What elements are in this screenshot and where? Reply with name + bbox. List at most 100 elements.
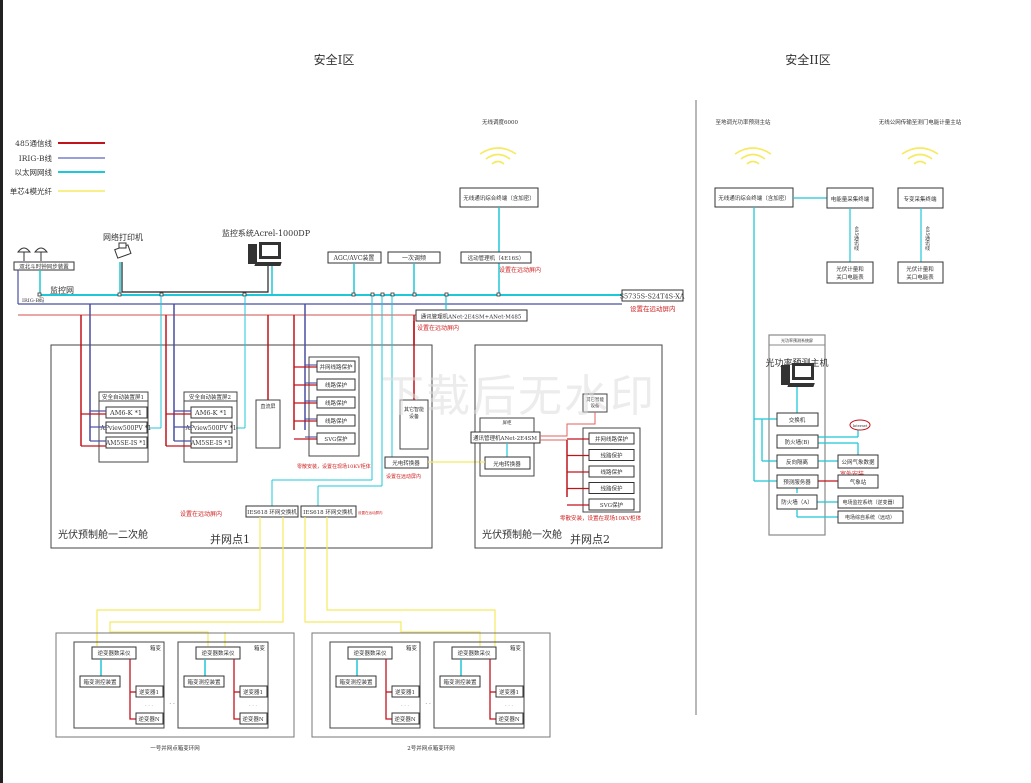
protection-device-label: 并网线路保护 bbox=[319, 363, 353, 371]
ring-switch-2 bbox=[300, 505, 357, 518]
zone2-switch bbox=[776, 412, 819, 427]
inverter-collector-label: 逆变器数采仪 bbox=[353, 649, 387, 657]
box-transformer-title: 箱变 bbox=[150, 644, 162, 652]
grid-point-2: 并网点2 bbox=[570, 532, 610, 546]
inverter-dots: · · · bbox=[249, 703, 257, 709]
forecast-server-label: 预测服务器 bbox=[783, 478, 811, 486]
zone2-wireless-label-left: 至地调光功率预测主站 bbox=[715, 118, 771, 126]
protection-device bbox=[316, 378, 356, 391]
firewall-b-label: 防火墙(B) bbox=[785, 438, 810, 446]
cabin-secondary bbox=[50, 344, 433, 549]
legend-label-fiber: 单芯4模光纤 bbox=[10, 186, 53, 196]
inverter-n bbox=[391, 712, 420, 725]
protection-note-1: 零散安装，设置在现场10KV柜体 bbox=[297, 463, 371, 470]
energy-collector-label: 电能量采集终端 bbox=[831, 195, 870, 203]
protection-device-label: 线路保护 bbox=[600, 468, 623, 476]
inverter-collector-label: 逆变器数采仪 bbox=[457, 649, 491, 657]
device-apview-2-label: APview500PV *1 bbox=[185, 425, 237, 432]
plant-monitor-label: 电场监控系统（逆变器） bbox=[842, 499, 897, 506]
forecast-cabinet-title: 光功率预测系统屏 bbox=[781, 337, 813, 343]
other-smart-device-1-label: 其它智能设备 bbox=[404, 406, 424, 420]
optical-converter-2 bbox=[484, 456, 531, 470]
protection-rack-2 bbox=[582, 427, 641, 513]
box-monitor-device-label: 箱变测控装置 bbox=[443, 678, 477, 686]
legend: 485通信线 IRIG-B线 以太网网线 单芯4模光纤 bbox=[10, 138, 105, 196]
box-monitor-device-label: 箱变测控装置 bbox=[187, 678, 221, 686]
comm-manager-2-label: 通讯管理机ANet-2E4SM bbox=[473, 434, 537, 442]
inverter-n-label: 逆变器N bbox=[498, 715, 520, 723]
ring-switch-1-label: IES618 环网交换机 bbox=[247, 508, 297, 516]
screen1-devices: AM6-K *1 APview500PV *1 AM5SE-IS *1 bbox=[100, 406, 151, 449]
zone1-title: 安全I区 bbox=[314, 52, 355, 67]
box-transformer-title: 箱变 bbox=[254, 644, 266, 652]
ring-network-caption: 一号并网点箱变环网 bbox=[150, 744, 200, 752]
public-weather-label: 公网气象数据 bbox=[841, 458, 875, 466]
safety-screen-1-title: 安全自动装置屏1 bbox=[102, 393, 144, 401]
box-transformer-title: 箱变 bbox=[406, 644, 418, 652]
rs485-label-left: 485通讯线 bbox=[853, 226, 859, 251]
inverter-collector bbox=[91, 646, 137, 660]
ring-network-frame bbox=[311, 632, 551, 738]
box-monitor-device-label: 箱变测控装置 bbox=[83, 678, 117, 686]
cabin-primary bbox=[474, 344, 663, 549]
zone2-switch-label: 交换机 bbox=[789, 416, 806, 424]
safety-screen-2-title: 安全自动装置屏2 bbox=[189, 393, 231, 401]
device-am6k-1 bbox=[105, 406, 148, 419]
protection-device bbox=[588, 498, 635, 511]
box-monitor-device bbox=[335, 675, 377, 688]
protection-device bbox=[588, 465, 635, 478]
comm-manager-label: 通讯管理机ANet-2E4SM+ANet-M485 bbox=[421, 313, 522, 321]
agc-avc-label: AGC/AVC装置 bbox=[333, 254, 375, 262]
meter-left-l2: 关口电能表 bbox=[836, 273, 864, 281]
legend-label-irig: IRIG-B线 bbox=[19, 153, 53, 163]
cabin-primary-title: 光伏预制舱一次舱 bbox=[482, 528, 562, 541]
weather-station bbox=[837, 474, 879, 489]
box-monitor-device bbox=[439, 675, 481, 688]
protection-device bbox=[316, 360, 356, 373]
optical-converter-1-label: 光电转换器 bbox=[392, 459, 420, 467]
inverter-dots: · · · bbox=[401, 703, 409, 709]
optical-converter-1-note: 设置在远动屏内 bbox=[386, 473, 421, 480]
protection-device-label: 线路保护 bbox=[600, 485, 623, 493]
legend-label-ethernet: 以太网网线 bbox=[15, 167, 53, 177]
plant-auto-label: 电场综自系统（远动） bbox=[845, 514, 895, 521]
protection-device bbox=[316, 396, 356, 409]
forecast-cabinet bbox=[768, 334, 826, 536]
time-sync-device-box bbox=[13, 261, 75, 271]
satellite-dish-icon bbox=[16, 247, 49, 261]
internet-label: Internet bbox=[853, 424, 868, 428]
wireless-terminal-label: 无线通讯综合终端（含加密） bbox=[463, 194, 535, 202]
inverter-n bbox=[135, 712, 164, 725]
box-monitor-device-label: 箱变测控装置 bbox=[339, 678, 373, 686]
primary-freq-label: 一次调频 bbox=[402, 254, 426, 262]
bus-nodes bbox=[37, 292, 501, 297]
device-am6k-1-label: AM6-K *1 bbox=[109, 409, 142, 417]
inverter-1 bbox=[239, 685, 268, 698]
telecontrol-label: 远动管理机（4E16S） bbox=[468, 254, 525, 262]
device-am5se-2 bbox=[190, 436, 233, 449]
optical-converter-2-label: 光电转换器 bbox=[493, 460, 521, 468]
outdoor-note: 室外安装 bbox=[840, 470, 864, 478]
inverter-1-label: 逆变器1 bbox=[139, 688, 159, 696]
ring-switch-1 bbox=[245, 505, 299, 518]
protection-device-label: SVG保护 bbox=[324, 435, 348, 443]
legend-label-rs485: 485通信线 bbox=[15, 138, 52, 148]
ring-between-dots: · · · bbox=[425, 701, 435, 708]
protection-device bbox=[316, 432, 356, 445]
wifi-icon-left bbox=[734, 147, 772, 165]
protection-device bbox=[316, 414, 356, 427]
ring-switch-note-left: 设置在远动屏内 bbox=[180, 510, 222, 518]
cabin-secondary-title: 光伏预制舱一二次舱 bbox=[58, 528, 148, 541]
zone2-title: 安全II区 bbox=[785, 52, 830, 67]
reverse-isolation-label: 反向隔离 bbox=[786, 458, 809, 466]
left-edge-border bbox=[0, 0, 3, 783]
other-smart-device-1 bbox=[399, 399, 429, 450]
protection-device bbox=[588, 432, 635, 445]
inverter-1 bbox=[495, 685, 524, 698]
main-switch-box bbox=[621, 289, 684, 302]
zone2-wireless-terminal-label: 无线通讯综合终端（含加密） bbox=[718, 194, 790, 202]
protection-device-label: 线路保护 bbox=[325, 399, 348, 407]
inverter-collector bbox=[195, 646, 241, 660]
inverter-collector bbox=[347, 646, 393, 660]
